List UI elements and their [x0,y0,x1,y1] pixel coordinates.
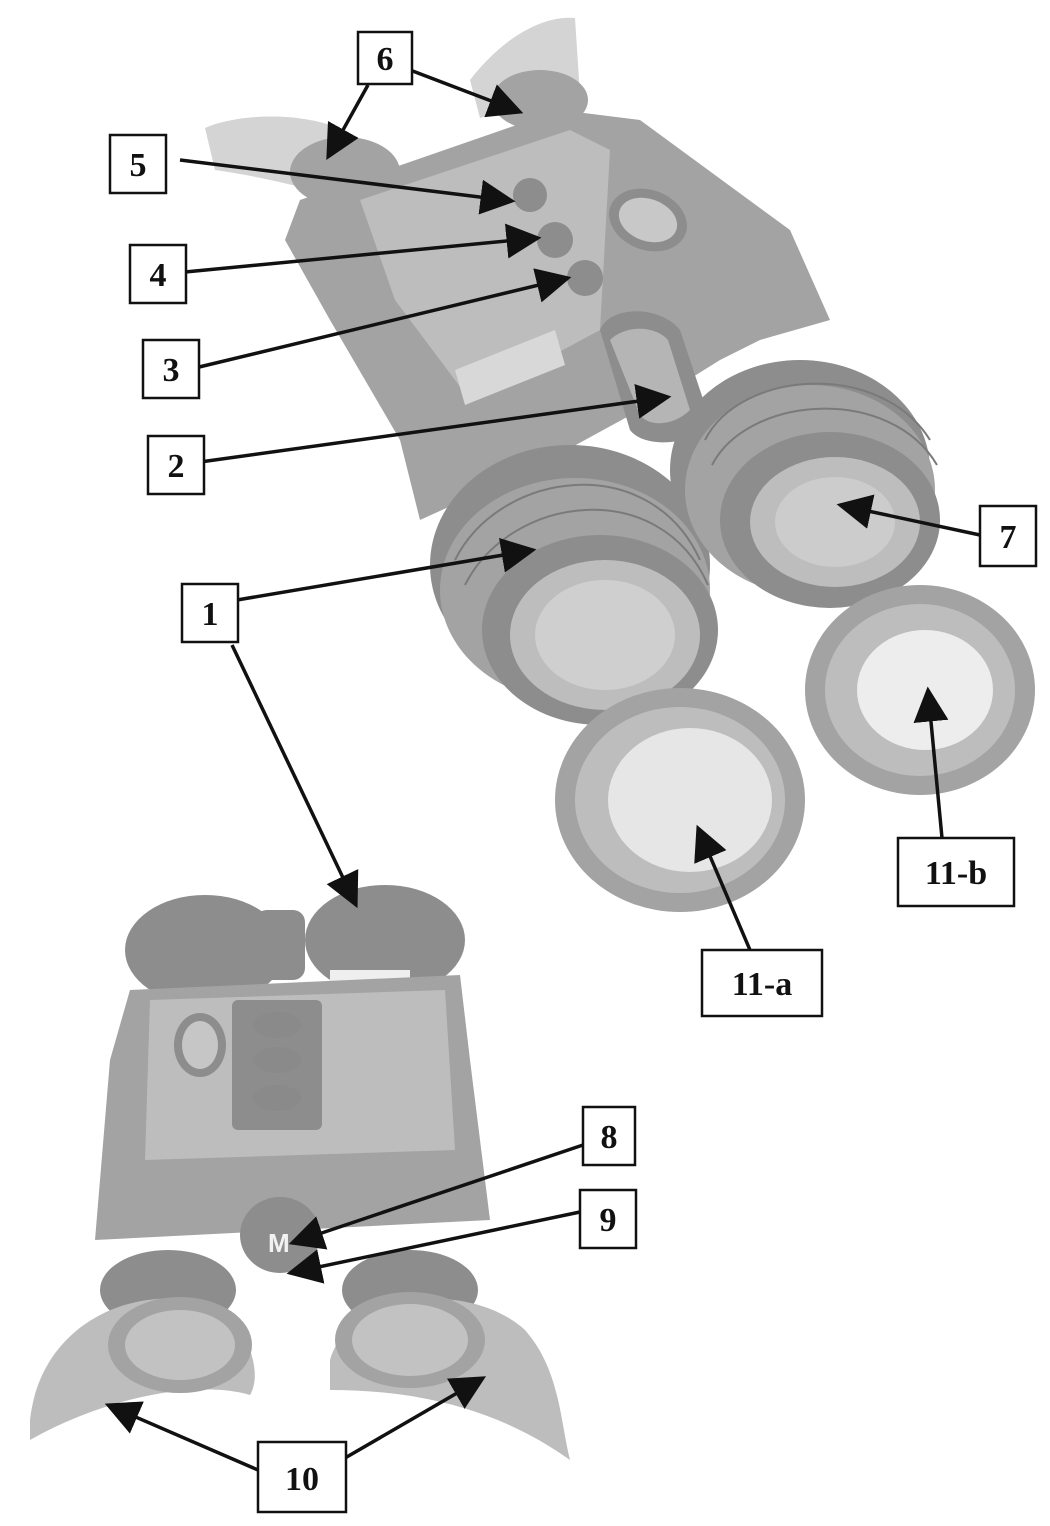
callout-1-label: 1 [202,596,219,633]
callout-11b-label: 11-b [925,855,987,892]
leader-10a [104,1401,259,1472]
callout-7-label: 7 [1000,519,1017,556]
callout-2-label: 2 [168,448,185,485]
leader-3 [194,268,572,370]
callout-8-label: 8 [601,1119,618,1156]
callout-3: 3 [141,338,201,400]
leader-11b [913,686,949,839]
binocular-rear-view: M [30,885,570,1460]
callout-5-label: 5 [130,147,147,184]
leader-2 [199,383,672,464]
callout-1: 1 [180,582,240,644]
leader-1b [230,644,359,909]
callout-7: 7 [978,504,1038,568]
callout-11a-label: 11-a [732,966,792,1003]
callout-4-label: 4 [150,257,167,294]
leader-lines [104,68,981,1472]
leader-5 [179,158,516,215]
leader-6b [409,68,524,118]
leader-4 [184,223,542,274]
callout-9-label: 9 [600,1202,617,1239]
leader-10b [344,1376,487,1460]
leader-7 [836,494,981,537]
callouts: 6 5 4 3 2 1 7 11-b [108,30,1038,1514]
callout-10: 10 [256,1440,348,1514]
leader-6a [326,84,370,161]
leader-11a [694,824,752,951]
callout-4: 4 [128,243,188,305]
callout-2: 2 [146,434,206,496]
callout-10-label: 10 [285,1461,319,1498]
binocular-front-view [205,17,1035,912]
mode-dial-letter-m: M [268,1228,290,1258]
callout-6-label: 6 [377,41,394,78]
callout-9: 9 [578,1188,638,1250]
callout-3-label: 3 [163,352,180,389]
leader-8 [288,1143,584,1250]
leader-9 [286,1210,581,1284]
leader-1a [236,537,537,602]
callout-8: 8 [581,1105,637,1167]
callout-11b: 11-b [896,836,1016,908]
callout-5: 5 [108,133,168,195]
callout-11a: 11-a [700,948,824,1018]
callout-6: 6 [356,30,414,86]
